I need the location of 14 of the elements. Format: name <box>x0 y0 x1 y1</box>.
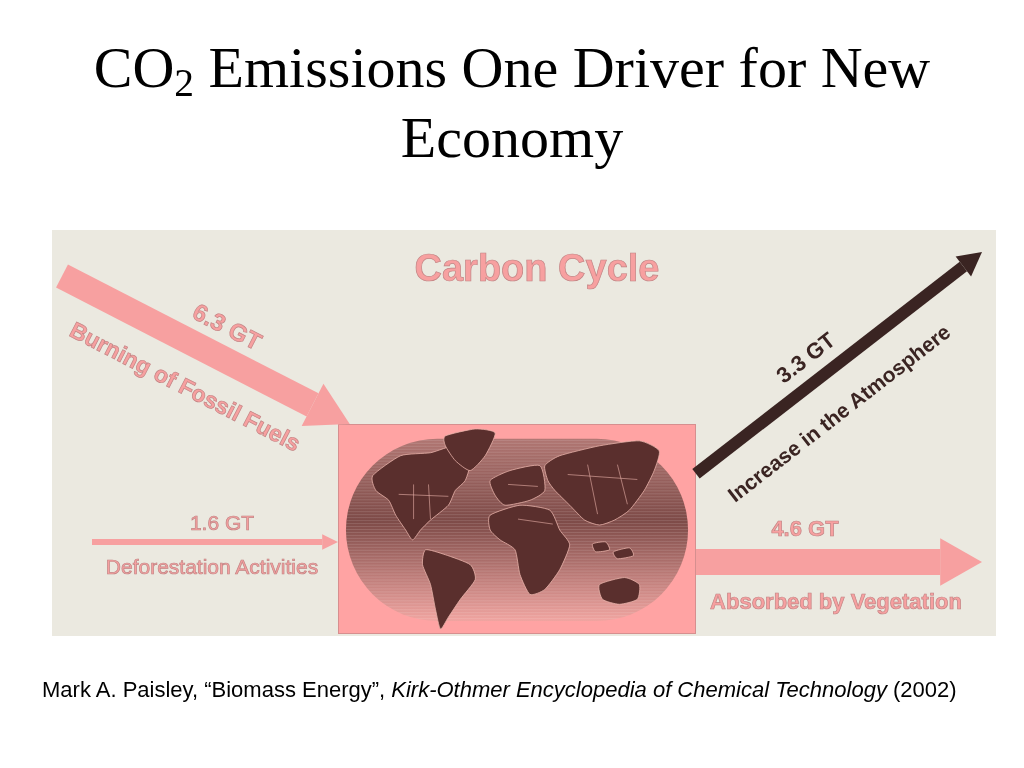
citation-caption: Mark A. Paisley, “Biomass Energy”, Kirk-Othmer Encyclopedia of Chemical Technology (2002) <box>42 676 958 704</box>
world-map-picture <box>338 424 696 634</box>
arrow <box>696 538 982 586</box>
panel-heading: Carbon Cycle <box>414 249 660 287</box>
flow-label: Deforestation Activities <box>105 555 319 577</box>
edge-label: 3.3 GT <box>772 328 840 388</box>
arrow <box>56 264 350 427</box>
edge-label: 6.3 GT <box>188 299 266 355</box>
arrow <box>692 252 982 479</box>
arrow <box>92 534 338 550</box>
diagram-panel <box>52 230 996 636</box>
edge-label: 1.6 GT <box>189 511 255 533</box>
slide-title: CO$_{2}$ Emissions One Driver for New Economy <box>92 34 932 172</box>
edge-label: 4.6 GT <box>771 518 839 540</box>
